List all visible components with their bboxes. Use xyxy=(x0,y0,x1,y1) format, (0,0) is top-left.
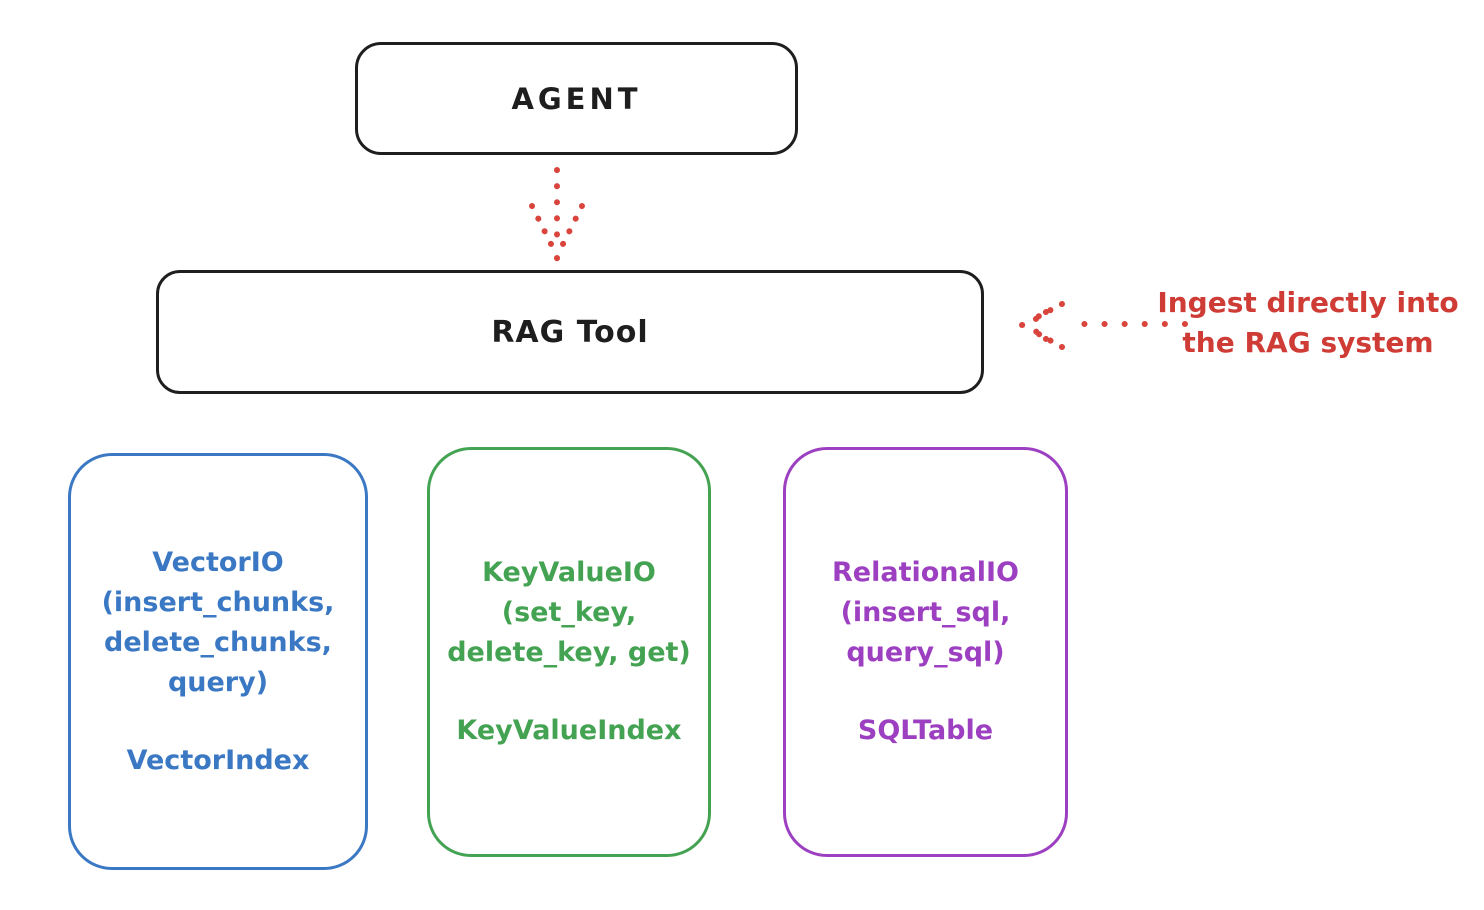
store-line: (set_key, xyxy=(501,597,637,628)
store-line: RelationalIO xyxy=(832,557,1019,588)
ingest-annotation-line2: the RAG system xyxy=(1182,326,1434,359)
store-line: query_sql) xyxy=(846,637,1005,668)
store-line: (insert_chunks, xyxy=(101,586,335,618)
store-box-key-value-io: KeyValueIO (set_key, delete_key, get) Ke… xyxy=(427,447,711,857)
store-line: VectorIO xyxy=(152,546,284,578)
store-text-relational-io: RelationalIO (insert_sql, query_sql) SQL… xyxy=(832,553,1019,751)
ingest-arrow-icon xyxy=(1019,301,1188,350)
store-gap xyxy=(102,703,335,741)
store-text-vector-io: VectorIO (insert_chunks, delete_chunks, … xyxy=(102,543,335,781)
store-gap xyxy=(447,673,691,711)
store-index-label: VectorIndex xyxy=(126,744,310,776)
store-line: delete_key, get) xyxy=(447,637,691,668)
store-box-vector-io: VectorIO (insert_chunks, delete_chunks, … xyxy=(68,453,368,870)
ingest-annotation: Ingest directly into the RAG system xyxy=(1134,283,1482,363)
store-line: KeyValueIO xyxy=(482,557,656,588)
store-line: delete_chunks, xyxy=(104,626,332,658)
store-line: (insert_sql, xyxy=(840,597,1011,628)
rag-tool-box: RAG Tool xyxy=(156,270,984,394)
store-gap xyxy=(832,673,1019,711)
ingest-annotation-line1: Ingest directly into xyxy=(1157,286,1459,319)
store-box-relational-io: RelationalIO (insert_sql, query_sql) SQL… xyxy=(783,447,1068,857)
store-line: query) xyxy=(167,666,269,698)
store-index-label: KeyValueIndex xyxy=(456,715,682,746)
agent-label: AGENT xyxy=(511,81,642,116)
store-text-key-value-io: KeyValueIO (set_key, delete_key, get) Ke… xyxy=(447,553,691,751)
agent-box: AGENT xyxy=(355,42,798,155)
store-index-label: SQLTable xyxy=(857,715,994,746)
agent-to-ragtool-arrow-icon xyxy=(529,167,585,262)
rag-tool-label: RAG Tool xyxy=(491,314,649,350)
